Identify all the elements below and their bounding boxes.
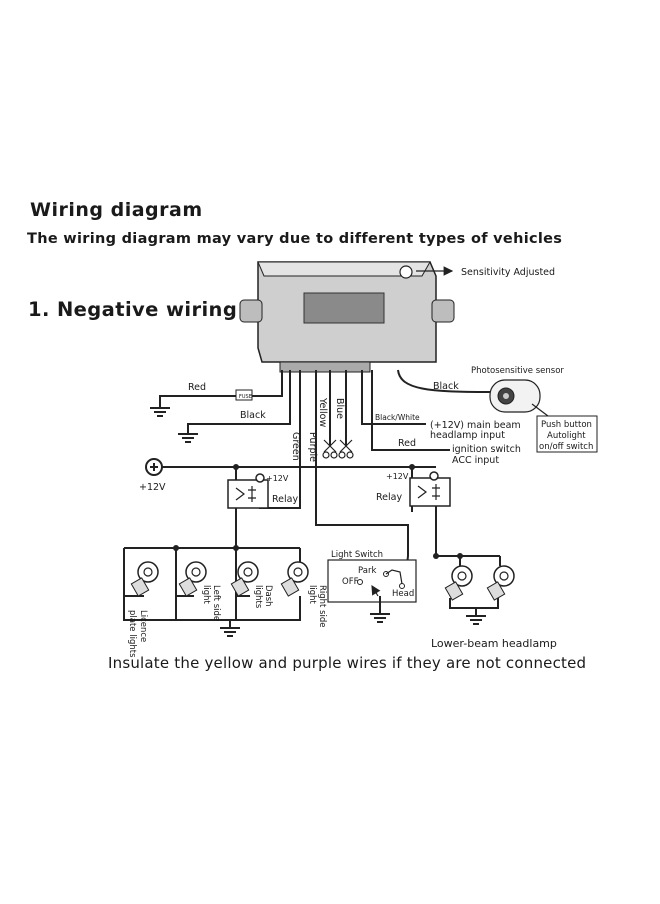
- ground-icon: [150, 407, 170, 417]
- dash-lamp-icon: [230, 561, 259, 597]
- dash-lights-label: lights: [253, 585, 263, 609]
- fuse-label: FUSE: [239, 394, 252, 400]
- main-beam-label: (+12V) main beam: [430, 420, 521, 431]
- dash-label: Dash: [263, 585, 273, 607]
- relay-right-plus12v: +12V: [386, 472, 409, 481]
- right-side-lamp-icon: [280, 561, 309, 597]
- main-beam-input-label: headlamp input: [430, 430, 505, 441]
- push-button-box: [536, 415, 598, 453]
- green-label: Green: [290, 432, 301, 461]
- ground-icon: [220, 627, 240, 637]
- yellow-label: Yellow: [317, 397, 328, 427]
- autolight-label: Autolight: [547, 431, 586, 441]
- page-title: Wiring diagram: [30, 199, 203, 221]
- red-left-label: Red: [188, 382, 206, 393]
- acc-input-label: ACC input: [452, 455, 499, 466]
- black-left-label: Black: [240, 410, 266, 421]
- off-label: OFF: [342, 577, 359, 587]
- photosensitive-sensor-icon: [489, 379, 541, 413]
- left-side-light-label: light: [201, 585, 211, 605]
- relay-left-plus12v: +12V: [266, 474, 289, 483]
- footnote: Insulate the yellow and purple wires if …: [108, 654, 587, 672]
- park-label: Park: [358, 566, 376, 576]
- relay-left-label: Relay: [272, 494, 298, 505]
- lower-beam-lamp-icon: [486, 565, 515, 601]
- right-side-label: Right side: [317, 585, 327, 628]
- onoff-switch-label: on/off switch: [539, 442, 593, 452]
- ground-icon: [370, 613, 390, 623]
- lower-beam-label: Lower-beam headlamp: [431, 637, 557, 650]
- lower-beam-lamp-icon: [444, 565, 473, 601]
- relay-right-icon: [409, 477, 451, 507]
- battery-positive-icon: [145, 458, 163, 476]
- black-white-label: Black/White: [375, 413, 420, 422]
- blue-label: Blue: [334, 398, 345, 419]
- licence-label: Licence: [138, 610, 148, 642]
- black-right-label: Black: [433, 381, 459, 392]
- fuse-icon: [235, 389, 253, 401]
- head-label: Head: [392, 589, 414, 599]
- ground-icon: [178, 433, 198, 443]
- ground-icon: [466, 615, 486, 625]
- purple-label: Purple: [307, 432, 318, 462]
- licence-plate-lights-label: plate lights: [127, 610, 137, 658]
- left-side-lamp-icon: [178, 561, 207, 597]
- right-side-light-label: light: [307, 585, 317, 605]
- page-subtitle: The wiring diagram may vary due to diffe…: [27, 231, 563, 247]
- red-right-label: Red: [398, 438, 416, 449]
- sensitivity-knob-icon: [399, 265, 413, 279]
- relay-left-icon: [227, 479, 269, 509]
- photosensor-label: Photosensitive sensor: [471, 366, 564, 376]
- light-switch-label: Light Switch: [331, 550, 383, 560]
- section-title: 1. Negative wiring: [28, 298, 238, 321]
- push-button-label: Push button: [541, 420, 592, 430]
- licence-plate-lamp-icon: [130, 561, 159, 597]
- controller-box: [239, 261, 455, 373]
- scissors-icon: [322, 439, 354, 459]
- plus12v-label: +12V: [139, 482, 166, 493]
- ignition-switch-label: ignition switch: [452, 444, 521, 455]
- left-side-label: Left side: [211, 585, 221, 621]
- sensitivity-label: Sensitivity Adjusted: [461, 267, 555, 278]
- relay-right-label: Relay: [376, 492, 402, 503]
